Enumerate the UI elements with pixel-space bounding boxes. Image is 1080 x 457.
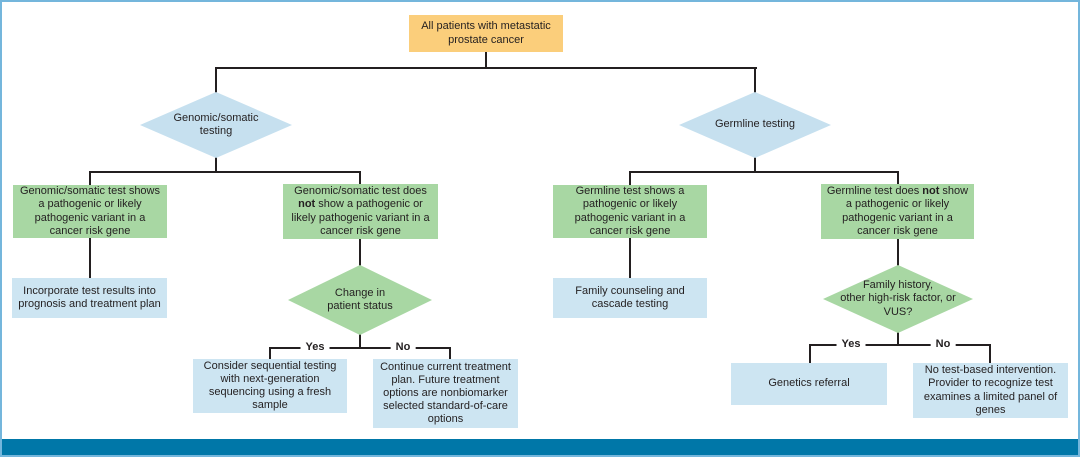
connector-change-yes: [269, 347, 271, 360]
connector-counseling-outcome: [629, 238, 631, 279]
connector-to-change-diamond: [359, 239, 361, 266]
node-label: Family counseling and cascade testing: [575, 284, 685, 310]
connector-to-somatic-positive: [89, 171, 91, 186]
decision-genomic-somatic-testing: Genomic/somatic testing: [140, 92, 292, 158]
node-continue-treatment: Continue current treatment plan. Future …: [373, 359, 518, 428]
decision-label: Change in patient status: [327, 286, 393, 312]
connector-history-no: [989, 344, 991, 364]
label-change-yes: Yes: [300, 341, 330, 355]
footer-bar: [0, 439, 1080, 455]
decision-label: Family history, other high-risk factor, …: [840, 279, 956, 318]
node-label: Genetics referral: [768, 377, 850, 390]
node-label: No test-based intervention. Provider to …: [923, 364, 1058, 416]
connector-top-split: [215, 67, 757, 69]
node-label: Incorporate test results into prognosis …: [18, 284, 161, 310]
decision-label: Germline testing: [714, 118, 796, 131]
connector-somatic-split: [89, 171, 361, 173]
connector-change-no: [449, 347, 451, 360]
connector-to-somatic-diamond: [215, 67, 217, 93]
connector-history-down: [897, 331, 899, 346]
connector-history-yes: [809, 344, 811, 364]
node-label: Germline test shows a pathogenic or like…: [574, 185, 686, 237]
decision-family-history-vus: Family history, other high-risk factor, …: [823, 265, 973, 333]
connector-to-history-diamond: [897, 239, 899, 266]
node-label: Continue current treatment plan. Future …: [380, 360, 511, 426]
node-label: Genomic/somatic test shows a pathogenic …: [20, 185, 160, 237]
label-history-yes: Yes: [836, 338, 866, 352]
label-history-no: No: [930, 338, 956, 352]
node-sequential-testing: Consider sequential testing with next-ge…: [193, 359, 347, 413]
connector-root-down: [485, 52, 487, 69]
connector-to-germline-diamond: [754, 67, 756, 93]
decision-label: Genomic/somatic testing: [173, 111, 259, 137]
decision-change-in-patient-status: Change in patient status: [288, 265, 432, 335]
connector-change-split: [269, 347, 451, 349]
node-somatic-positive-result: Genomic/somatic test shows a pathogenic …: [13, 185, 167, 238]
root-node-label: All patients with metastatic prostate ca…: [421, 20, 551, 46]
connector-germline-down: [754, 156, 756, 173]
connector-to-somatic-negative: [359, 171, 361, 185]
node-family-counseling: Family counseling and cascade testing: [553, 278, 707, 318]
connector-somatic-down: [215, 156, 217, 173]
node-germline-negative-result: Germline test does not show a pathogenic…: [821, 184, 974, 239]
node-label: Consider sequential testing with next-ge…: [203, 359, 337, 412]
connector-to-germline-positive: [629, 171, 631, 186]
decision-germline-testing: Germline testing: [679, 92, 831, 158]
connector-history-split: [809, 344, 991, 346]
node-label: Genomic/somatic test does not show a pat…: [291, 185, 430, 237]
root-node: All patients with metastatic prostate ca…: [409, 15, 563, 52]
label-change-no: No: [390, 341, 416, 355]
connector-positive-outcome: [89, 238, 91, 279]
node-somatic-negative-result: Genomic/somatic test does not show a pat…: [283, 184, 438, 239]
connector-change-down: [359, 333, 361, 349]
connector-germline-split: [629, 171, 899, 173]
node-germline-positive-result: Germline test shows a pathogenic or like…: [553, 185, 707, 238]
node-no-intervention: No test-based intervention. Provider to …: [913, 363, 1068, 418]
connector-to-germline-negative: [897, 171, 899, 185]
node-label: Germline test does not show a pathogenic…: [826, 185, 969, 237]
node-genetics-referral: Genetics referral: [731, 363, 887, 405]
node-incorporate-results: Incorporate test results into prognosis …: [12, 278, 167, 318]
